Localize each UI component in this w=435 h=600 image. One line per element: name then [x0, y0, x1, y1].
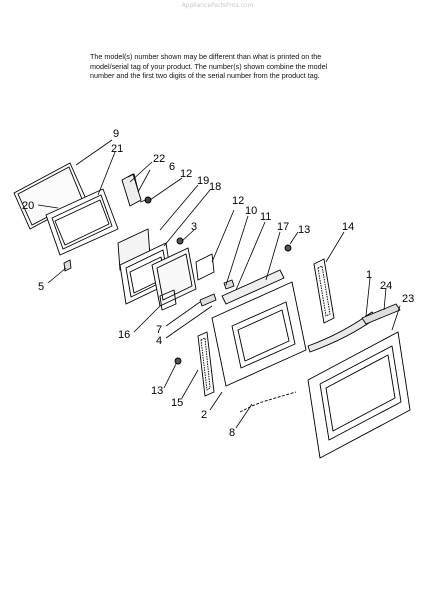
callout-label: 24: [380, 280, 392, 292]
callout-label: 23: [402, 293, 414, 305]
part-card: [159, 289, 177, 311]
callout-label: 12: [232, 195, 244, 207]
part-hinge-channel: [197, 331, 215, 397]
callout-label: 16: [118, 329, 130, 341]
part-inner-door: [211, 281, 307, 387]
part-handle-trim: [361, 303, 401, 325]
callout-label: 2: [201, 409, 207, 421]
callout-label: 13: [151, 385, 163, 397]
callout-label: 22: [153, 153, 165, 165]
callout-label: 10: [245, 205, 257, 217]
part-wire: [239, 391, 297, 413]
part-glass-frame: [45, 188, 119, 256]
part-outer-door: [307, 331, 411, 459]
part-spacer: [195, 253, 215, 281]
part-screw: [284, 244, 292, 252]
callout-label: 7: [156, 324, 162, 336]
callout-label: 1: [366, 269, 372, 281]
note-line: The model(s) number shown may be differe…: [90, 52, 322, 61]
callout-label: 18: [209, 181, 221, 193]
callout-label: 21: [111, 143, 123, 155]
callout-label: 12: [180, 168, 192, 180]
watermark: AppliancePartsPros.com: [181, 2, 254, 9]
callout-label: 8: [229, 427, 235, 439]
callout-label: 4: [156, 335, 162, 347]
callout-label: 3: [191, 221, 197, 233]
callout-label: 5: [38, 281, 44, 293]
part-hinge-pin: [199, 293, 217, 307]
callout-label: 6: [169, 161, 175, 173]
callout-label: 14: [342, 221, 354, 233]
note-line: number and the first two digits of the s…: [90, 71, 320, 81]
part-screw: [174, 357, 182, 365]
callout-label: 13: [298, 224, 310, 236]
note-line: model/serial tag of your product. The nu…: [90, 61, 328, 71]
model-note: The model(s) number shown may be differe…: [90, 52, 352, 81]
callout-label: 11: [260, 211, 271, 223]
callout-label: 15: [171, 397, 183, 409]
callout-label: 19: [197, 175, 209, 187]
part-hinge-channel: [313, 258, 335, 324]
part-screw: [176, 237, 184, 245]
part-clip: [63, 259, 72, 272]
callout-label: 17: [277, 221, 289, 233]
callout-label: 20: [22, 200, 34, 212]
callout-label: 9: [113, 128, 119, 140]
part-pin: [223, 279, 235, 290]
part-hinge-brackets: [121, 173, 152, 207]
part-inner-glass: [151, 247, 197, 307]
part-top-trim: [221, 269, 285, 305]
